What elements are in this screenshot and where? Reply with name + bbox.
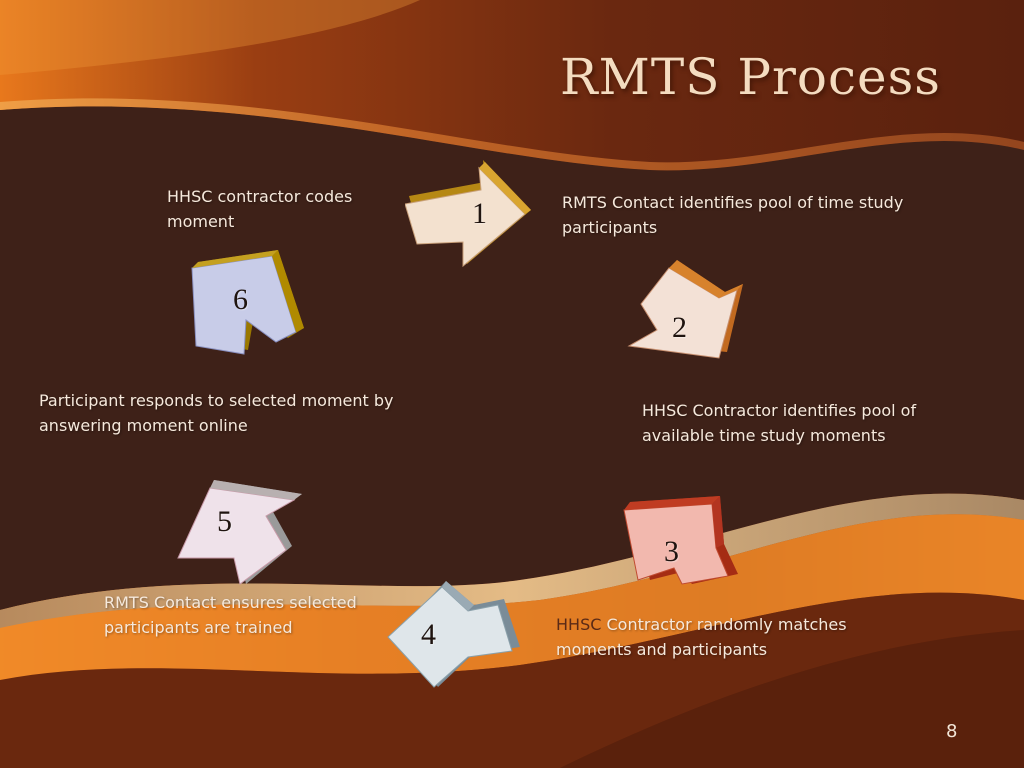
step-3-arrow (623, 496, 738, 585)
step-5-arrow (177, 480, 302, 585)
step-3-number: 3 (664, 535, 679, 568)
step-2-label: HHSC Contractor identifies pool of avail… (642, 401, 917, 445)
slide-page-number: 8 (946, 721, 958, 742)
page-title: RMTS Process (560, 48, 941, 106)
step-1-label: RMTS Contact identifies pool of time stu… (562, 193, 904, 237)
step-1-number: 1 (472, 197, 487, 230)
step-3-label-highlight: HHSC (556, 615, 602, 634)
step-4-number: 4 (421, 618, 436, 651)
step-5-label: Participant responds to selected moment … (39, 391, 394, 435)
step-1-arrow (405, 160, 531, 268)
step-6-label: HHSC contractor codes moment (167, 187, 353, 231)
step-3-label: HHSC Contractor randomly matches moments… (556, 612, 916, 662)
step-3-label-text: Contractor randomly matches moments and … (556, 615, 847, 659)
step-4-arrow (387, 581, 520, 688)
step-6-number: 6 (233, 283, 248, 316)
step-2-number: 2 (672, 311, 687, 344)
step-6-arrow (191, 250, 304, 355)
step-5-number: 5 (217, 505, 232, 538)
step-4-label: RMTS Contact ensures selected participan… (104, 593, 357, 637)
step-2-arrow (627, 260, 743, 359)
